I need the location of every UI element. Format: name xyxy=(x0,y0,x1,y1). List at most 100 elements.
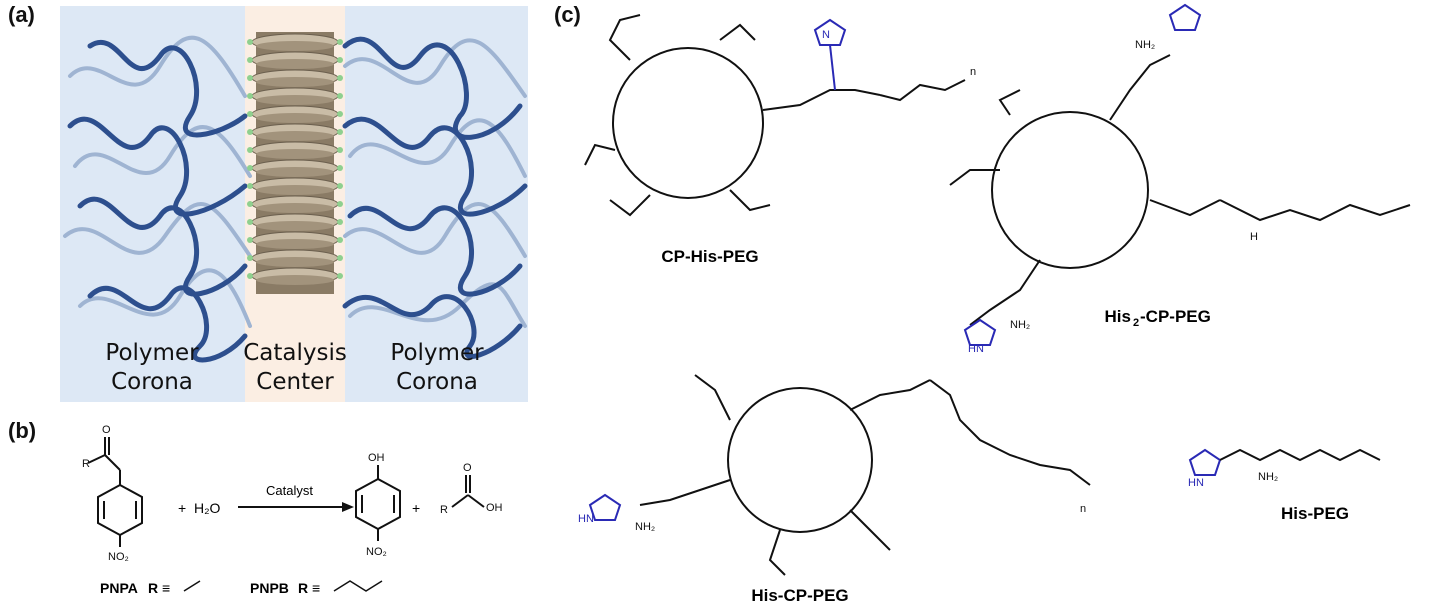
cp-his-peg-imidazole-n: N xyxy=(822,29,830,41)
histidine-site-dot xyxy=(247,57,253,63)
acid-oh-text: OH xyxy=(486,502,503,514)
helix-ring-shade xyxy=(256,95,334,105)
his-cp-imidazole-hn: HN xyxy=(578,513,594,525)
pnpb-r-equiv: R ≡ xyxy=(298,580,320,596)
nitrophenol-structure xyxy=(355,465,401,541)
histidine-site-dot xyxy=(247,93,253,99)
left-corona-label-line1: Polymer xyxy=(105,340,199,366)
his-cp-peg-structure: HN NH₂ n xyxy=(578,374,1091,576)
histidine-site-dot xyxy=(337,255,343,261)
nitrophenyl-ester-structure xyxy=(87,437,143,547)
histidine-site-dot xyxy=(337,183,343,189)
his2-lower-nh2: NH₂ xyxy=(1010,319,1030,331)
histidine-site-dot xyxy=(247,237,253,243)
helix-ring-shade xyxy=(256,59,334,69)
histidine-site-dot xyxy=(337,57,343,63)
histidine-site-dot xyxy=(247,183,253,189)
propyl-group xyxy=(333,580,383,592)
helix-ring-shade xyxy=(256,77,334,87)
histidine-site-dot xyxy=(247,201,253,207)
no2-left-text: NO₂ xyxy=(108,551,129,563)
histidine-site-dot xyxy=(247,273,253,279)
no2-right-text: NO₂ xyxy=(366,546,387,558)
helix-ring-shade xyxy=(256,167,334,177)
panel-label-a: (a) xyxy=(8,2,35,27)
his-cp-peg-label: His-CP-PEG xyxy=(751,586,848,605)
catalysis-center-label-line2: Center xyxy=(256,369,334,395)
polymer-chains-light xyxy=(63,35,527,328)
helix-ring-shade xyxy=(256,203,334,213)
histidine-site-dot xyxy=(337,237,343,243)
cp-his-peg-label: CP-His-PEG xyxy=(661,247,758,266)
pnpa-label: PNPA xyxy=(100,580,138,596)
histidine-site-dot xyxy=(337,165,343,171)
catalysis-center-label-line1: Catalysis xyxy=(243,340,347,366)
his-cp-nh2: NH₂ xyxy=(635,521,655,533)
right-corona-label-line2: Corona xyxy=(396,369,478,395)
pnpa-r-equiv: R ≡ xyxy=(148,580,170,596)
plus-sign-2: + xyxy=(412,500,420,516)
histidine-site-dot xyxy=(337,111,343,117)
histidine-site-dot xyxy=(337,219,343,225)
peptide-structures-panel: N n CP-His-PEG HN NH₂ NH₂ H His 2 -CP-PE… xyxy=(578,3,1411,605)
helix-ring-shade xyxy=(256,131,334,141)
histidine-site-dot xyxy=(247,255,253,261)
helix-ring-shade xyxy=(256,239,334,249)
water-text: H₂O xyxy=(194,500,221,516)
his2-cp-peg-label-suffix: -CP-PEG xyxy=(1140,307,1211,326)
catalyst-text: Catalyst xyxy=(266,483,313,498)
methyl-group xyxy=(183,580,201,592)
histidine-site-dot xyxy=(247,219,253,225)
his-peg-imidazole-hn: HN xyxy=(1188,477,1204,489)
his2-cp-peg-label-sub: 2 xyxy=(1133,317,1139,329)
acid-o-text: O xyxy=(463,462,472,474)
right-corona-label-line1: Polymer xyxy=(390,340,484,366)
histidine-site-dot xyxy=(337,147,343,153)
acid-r-text: R xyxy=(440,504,448,516)
polymer-chains-dark xyxy=(67,36,528,363)
phenol-oh-text: OH xyxy=(368,452,385,464)
his-cp-repeat-n: n xyxy=(1080,503,1086,515)
reaction-arrowhead xyxy=(342,502,354,512)
nanotube-diagram: Polymer Corona Catalysis Center Polymer … xyxy=(60,6,528,402)
helix-ring-shade xyxy=(256,257,334,267)
helix-ring-shade xyxy=(256,221,334,231)
panel-label-c: (c) xyxy=(554,2,581,27)
histidine-site-dot xyxy=(337,93,343,99)
histidine-site-dot xyxy=(247,39,253,45)
histidine-site-dot xyxy=(337,201,343,207)
peptide-nanotube-helix xyxy=(247,32,343,294)
his-peg-structure: HN NH₂ xyxy=(1188,448,1381,489)
his2-cp-peg-structure: HN NH₂ NH₂ H xyxy=(949,3,1411,355)
left-corona-label-line2: Corona xyxy=(111,369,193,395)
histidine-site-dot xyxy=(247,75,253,81)
helix-ring-shade xyxy=(256,113,334,123)
cp-his-peg-repeat-n: n xyxy=(970,66,976,78)
helix-ring-shade xyxy=(256,41,334,51)
histidine-site-dot xyxy=(247,147,253,153)
carbonyl-o-text: O xyxy=(102,424,111,436)
histidine-site-dot xyxy=(247,111,253,117)
histidine-site-dot xyxy=(247,165,253,171)
hydrolysis-reaction-scheme: R O NO₂ + H₂O Catalyst OH NO₂ + R O OH P… xyxy=(82,424,503,596)
histidine-site-dot xyxy=(247,129,253,135)
carboxylic-acid-structure xyxy=(451,475,485,508)
his-peg-label: His-PEG xyxy=(1281,504,1349,523)
his2-upper-nh2: NH₂ xyxy=(1135,39,1155,51)
his-peg-nh2: NH₂ xyxy=(1258,471,1278,483)
helix-ring-shade xyxy=(256,275,334,285)
helix-ring-shade xyxy=(256,149,334,159)
histidine-site-dot xyxy=(337,39,343,45)
histidine-site-dot xyxy=(337,273,343,279)
panel-label-b: (b) xyxy=(8,418,37,443)
plus-sign-1: + xyxy=(178,500,186,516)
his2-lower-imidazole-hn: HN xyxy=(968,343,984,355)
his2-bicyclic-h: H xyxy=(1250,231,1258,243)
r-group-text: R xyxy=(82,458,90,470)
his2-cp-peg-label-prefix: His xyxy=(1105,307,1131,326)
histidine-site-dot xyxy=(337,129,343,135)
cp-his-peg-structure: N n xyxy=(584,14,976,217)
histidine-site-dot xyxy=(337,75,343,81)
pnpb-label: PNPB xyxy=(250,580,289,596)
helix-ring-shade xyxy=(256,185,334,195)
